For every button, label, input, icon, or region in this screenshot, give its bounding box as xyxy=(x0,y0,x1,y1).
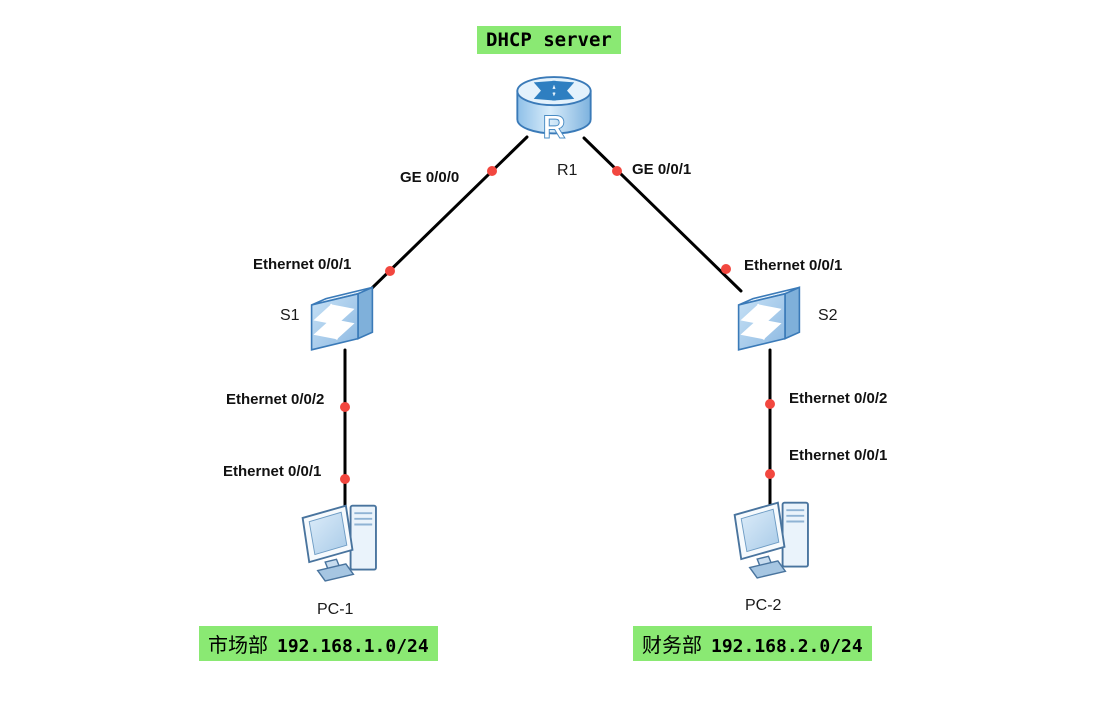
department-label-right: 财务部 xyxy=(642,633,702,657)
label-s1: S1 xyxy=(280,307,300,324)
interface-dot-pc1-eth001 xyxy=(340,474,350,484)
department-label-left: 市场部 xyxy=(208,633,268,657)
label-pc1: PC-1 xyxy=(317,601,354,618)
label-pc2: PC-2 xyxy=(745,597,782,614)
pc-icon xyxy=(733,501,809,579)
interface-dot-s2-eth002 xyxy=(765,399,775,409)
device-router-r1[interactable]: R xyxy=(507,66,601,152)
device-pc2[interactable] xyxy=(729,496,823,594)
subnet-note-left: 市场部 192.168.1.0/24 xyxy=(199,626,438,661)
router-icon: R xyxy=(516,76,592,146)
if-label-s1-eth002: Ethernet 0/0/2 xyxy=(226,391,325,408)
link-r1-s1 xyxy=(368,135,529,292)
interface-dot-r1-ge000 xyxy=(487,166,497,176)
switch-icon xyxy=(310,286,374,351)
interface-dot-r1-ge001 xyxy=(612,166,622,176)
subnet-note-right: 财务部 192.168.2.0/24 xyxy=(633,626,872,661)
label-r1: R1 xyxy=(557,162,578,179)
if-label-r1-ge001: GE 0/0/1 xyxy=(632,161,692,178)
if-label-r1-ge000: GE 0/0/0 xyxy=(400,169,460,186)
label-s2: S2 xyxy=(818,307,838,324)
if-label-pc2-eth001: Ethernet 0/0/1 xyxy=(789,447,888,464)
interface-dot-s1-eth002 xyxy=(340,402,350,412)
interface-dot-pc2-eth001 xyxy=(765,469,775,479)
interface-dot-s2-eth001 xyxy=(721,264,731,274)
if-label-s2-eth001: Ethernet 0/0/1 xyxy=(744,257,843,274)
device-switch-s1[interactable] xyxy=(302,279,382,363)
pc-icon xyxy=(301,504,377,582)
network-label-right: 192.168.2.0/24 xyxy=(711,636,863,657)
link-r1-s2 xyxy=(582,136,743,293)
dhcp-server-note: DHCP server xyxy=(477,26,621,54)
interface-dot-s1-eth001 xyxy=(385,266,395,276)
if-label-s1-eth001: Ethernet 0/0/1 xyxy=(253,256,352,273)
if-label-pc1-eth001: Ethernet 0/0/1 xyxy=(223,463,322,480)
network-label-left: 192.168.1.0/24 xyxy=(277,636,429,657)
router-glyph: R xyxy=(542,109,565,145)
device-switch-s2[interactable] xyxy=(729,279,809,363)
device-pc1[interactable] xyxy=(297,499,391,597)
switch-icon xyxy=(737,286,801,351)
if-label-s2-eth002: Ethernet 0/0/2 xyxy=(789,390,888,407)
